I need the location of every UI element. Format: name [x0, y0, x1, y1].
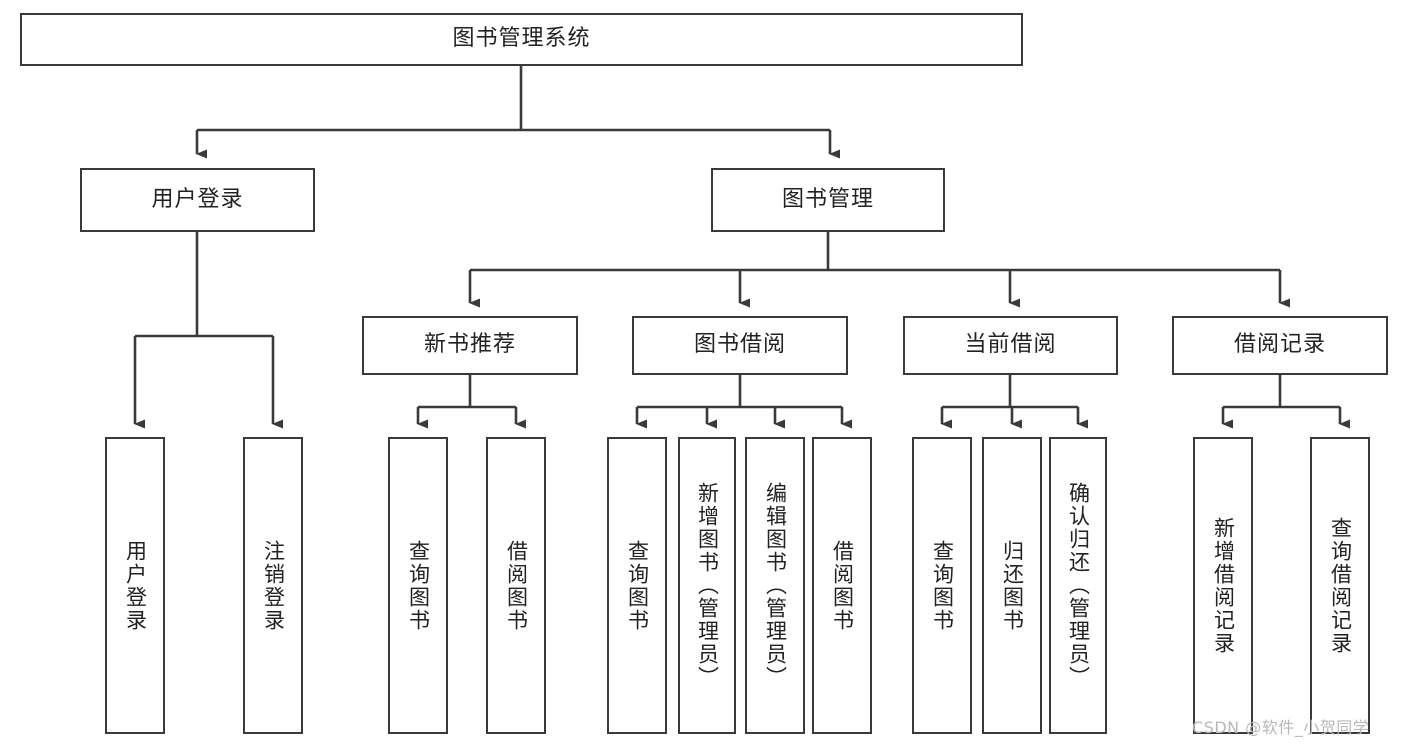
node-label: 图书管理系统	[452, 26, 591, 52]
node-current-borrow[interactable]: 当前借阅	[903, 316, 1118, 375]
node-label: 确认归还（管理员）	[1066, 482, 1091, 689]
node-label: 查询图书	[625, 539, 650, 632]
leaf-user-login[interactable]: 用户登录	[105, 437, 165, 734]
node-label: 查询借阅记录	[1328, 516, 1353, 655]
leaf-return-book[interactable]: 归还图书	[982, 437, 1042, 734]
leaf-confirm-return-admin[interactable]: 确认归还（管理员）	[1049, 437, 1107, 734]
node-label: 查询图书	[930, 539, 955, 632]
leaf-edit-book-admin[interactable]: 编辑图书（管理员）	[745, 437, 805, 734]
leaf-logout[interactable]: 注销登录	[243, 437, 303, 734]
node-book-management[interactable]: 图书管理	[711, 168, 945, 232]
node-label: 图书管理	[781, 186, 874, 212]
node-label: 新增借阅记录	[1211, 516, 1236, 655]
node-label: 归还图书	[1000, 539, 1025, 632]
node-root-book-management-system[interactable]: 图书管理系统	[20, 13, 1023, 66]
node-label: 借阅图书	[830, 539, 855, 632]
csdn-watermark: CSDN @软件_小贺同学	[1192, 718, 1370, 737]
leaf-query-borrow-record[interactable]: 查询借阅记录	[1310, 437, 1370, 734]
node-label: 图书借阅	[693, 332, 786, 358]
node-label: 借阅图书	[504, 539, 529, 632]
node-label: 用户登录	[151, 186, 244, 212]
leaf-query-book-borrow[interactable]: 查询图书	[607, 437, 667, 734]
node-label: 用户登录	[123, 539, 148, 632]
node-label: 当前借阅	[964, 332, 1057, 358]
node-label: 编辑图书（管理员）	[763, 482, 788, 689]
leaf-query-book-current[interactable]: 查询图书	[912, 437, 972, 734]
node-label: 新书推荐	[423, 332, 516, 358]
leaf-borrow-book-new[interactable]: 借阅图书	[486, 437, 546, 734]
node-book-borrow[interactable]: 图书借阅	[632, 316, 848, 375]
node-label: 新增图书（管理员）	[695, 482, 720, 689]
leaf-query-book-new[interactable]: 查询图书	[388, 437, 448, 734]
node-user-login[interactable]: 用户登录	[80, 168, 315, 232]
node-borrow-record[interactable]: 借阅记录	[1172, 316, 1388, 375]
node-label: 借阅记录	[1233, 332, 1326, 358]
node-label: 注销登录	[261, 539, 286, 632]
node-new-book-recommend[interactable]: 新书推荐	[362, 316, 578, 375]
leaf-add-book-admin[interactable]: 新增图书（管理员）	[678, 437, 736, 734]
leaf-add-borrow-record[interactable]: 新增借阅记录	[1193, 437, 1253, 734]
leaf-borrow-book[interactable]: 借阅图书	[812, 437, 872, 734]
node-label: 查询图书	[406, 539, 431, 632]
